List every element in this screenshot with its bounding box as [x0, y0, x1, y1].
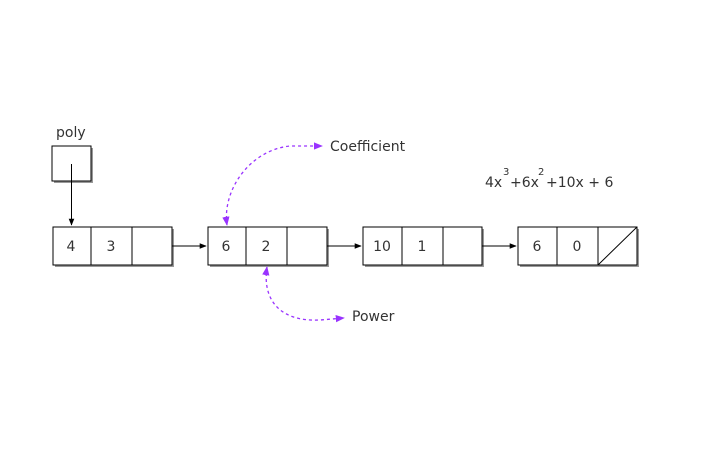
power-annotation: Power [262, 266, 395, 325]
node-box [207, 226, 328, 266]
node-1: 4 3 [52, 226, 174, 267]
node-power: 3 [107, 239, 116, 255]
node-2: 6 2 [207, 226, 329, 267]
node-3: 10 1 [362, 226, 484, 267]
coefficient-pointer-curve [222, 142, 323, 226]
coefficient-label: Coefficient [330, 139, 406, 155]
node-4: 6 0 [517, 226, 639, 267]
node-power: 1 [418, 239, 427, 255]
poly-exponent-2: 2 [538, 167, 544, 178]
power-pointer-curve [262, 266, 345, 323]
poly-term-1: 4x [485, 175, 502, 191]
node-coefficient: 6 [222, 239, 231, 255]
node-power: 0 [573, 239, 582, 255]
poly-term-2: +6x [510, 175, 539, 191]
node-box [52, 226, 173, 266]
power-label: Power [352, 309, 395, 325]
head-label: poly [56, 125, 86, 141]
node-power: 2 [262, 239, 271, 255]
polynomial-expression: 4x 3 +6x 2 +10x + 6 [485, 167, 613, 191]
coefficient-annotation: Coefficient [222, 139, 406, 226]
node-coefficient: 6 [533, 239, 542, 255]
node-coefficient: 10 [373, 239, 391, 255]
head-pointer: poly [51, 125, 93, 226]
poly-exponent-1: 3 [503, 167, 509, 178]
poly-term-3: +10x + 6 [546, 175, 613, 191]
node-coefficient: 4 [67, 239, 76, 255]
null-pointer-slash [597, 226, 638, 266]
node-box [362, 226, 483, 266]
